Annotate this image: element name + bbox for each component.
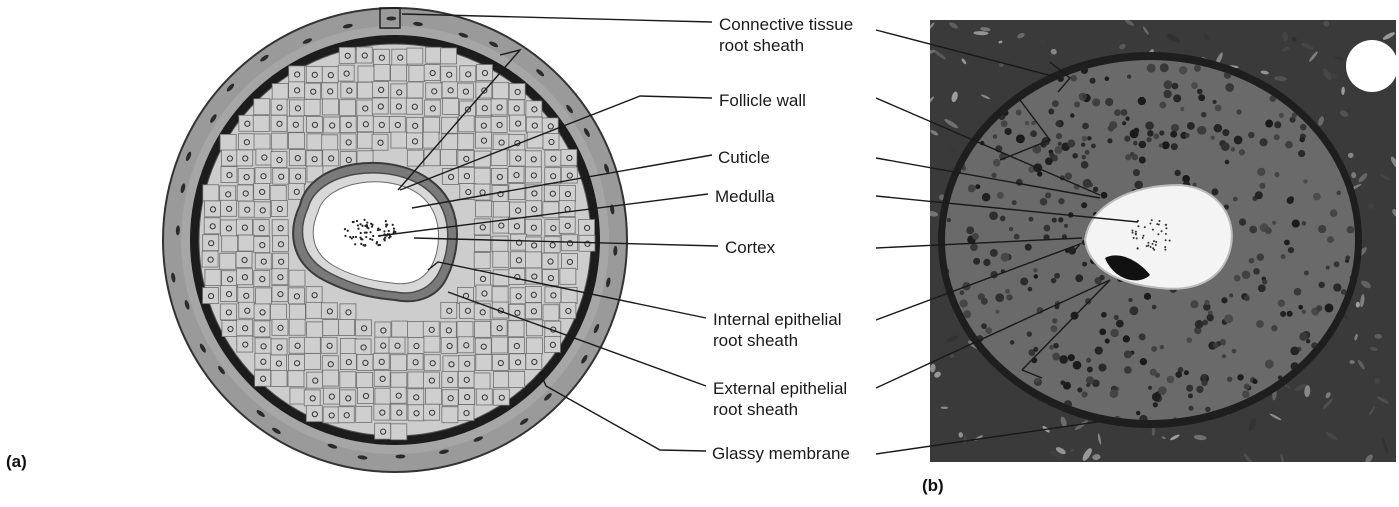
follicle-cross-section-drawing — [163, 8, 627, 472]
label-external-epithelial-line2: root sheath — [713, 399, 847, 420]
label-connective-tissue-line1: Connective tissue — [719, 14, 853, 35]
label-internal-epithelial-line1: Internal epithelial — [713, 309, 842, 330]
label-follicle-wall: Follicle wall — [719, 90, 806, 111]
label-cortex: Cortex — [725, 237, 775, 258]
label-external-epithelial-line1: External epithelial — [713, 378, 847, 399]
label-internal-epithelial-line2: root sheath — [713, 330, 842, 351]
panel-b-label: (b) — [922, 476, 944, 496]
panel-a-label: (a) — [6, 452, 27, 472]
label-medulla: Medulla — [715, 186, 775, 207]
label-cuticle: Cuticle — [718, 147, 770, 168]
label-connective-tissue-root-sheath: Connective tissue root sheath — [719, 14, 853, 56]
label-connective-tissue-line2: root sheath — [719, 35, 853, 56]
label-external-epithelial-root-sheath: External epithelial root sheath — [713, 378, 847, 420]
label-glassy-membrane: Glassy membrane — [712, 443, 850, 464]
label-internal-epithelial-root-sheath: Internal epithelial root sheath — [713, 309, 842, 351]
